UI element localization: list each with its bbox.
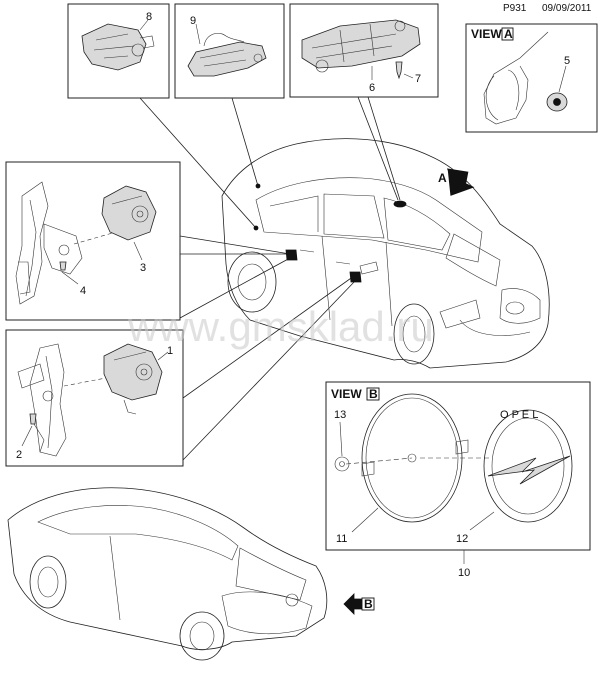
callout-1: 1 <box>167 345 173 357</box>
callout-10: 10 <box>458 567 470 579</box>
mirror-housing <box>483 31 549 125</box>
view-a-box: VIEW A 5 <box>465 23 598 133</box>
view-b-label: VIEW <box>331 387 362 401</box>
view-b-arrow: B <box>343 593 375 615</box>
part-3-window-motor <box>101 185 157 241</box>
callout-7: 7 <box>415 73 421 85</box>
part-8-actuator <box>81 23 155 71</box>
callout-8: 8 <box>146 11 152 23</box>
view-a-arrow-letter: A <box>438 171 447 185</box>
callout-6: 6 <box>369 82 375 94</box>
window-regulator-frame <box>15 181 117 305</box>
view-b-letter: B <box>369 387 378 401</box>
part-12-opel-badge: O P E L <box>483 409 573 523</box>
part-13-clip <box>334 456 350 472</box>
marker-sensor <box>255 183 261 189</box>
view-b-letter-frame <box>366 387 380 401</box>
part-7-screw <box>395 61 403 80</box>
badge-rim-text: O P E L <box>500 409 538 421</box>
detail-box-part-3-4: 3 4 <box>5 161 181 321</box>
marker-lock-actuator <box>253 225 259 231</box>
callout-5: 5 <box>564 55 570 67</box>
callout-11: 11 <box>336 533 347 545</box>
view-b-arrow-letter-frame <box>361 597 375 611</box>
detail-box-part-9: 9 <box>174 3 285 99</box>
diagram-date: 09/09/2011 <box>542 3 592 14</box>
callout-3: 3 <box>140 262 146 274</box>
detail-box-part-6-7: 6 7 <box>289 3 439 98</box>
callout-12: 12 <box>456 533 468 545</box>
view-b-box: VIEW B O P E L 13 11 12 <box>325 381 591 551</box>
part-9-sensor <box>187 33 267 77</box>
callout-9: 9 <box>190 15 196 27</box>
detail-box-part-1-2: 1 2 <box>5 329 184 467</box>
marker-rear-window-motor <box>285 249 298 261</box>
marker-sunroof-motor <box>393 200 407 208</box>
callout-13: 13 <box>334 409 346 421</box>
callout-2: 2 <box>16 449 22 461</box>
part-5-camera <box>546 92 568 112</box>
part-11-badge-base <box>345 393 490 523</box>
view-a-arrow: A <box>438 168 475 196</box>
part-2-screw <box>29 413 37 425</box>
front-regulator-frame <box>17 343 107 457</box>
main-car-illustration <box>221 138 550 369</box>
view-a-label: VIEW <box>471 27 502 41</box>
watermark-text: www.gmsklad.ru <box>127 303 434 350</box>
part-6-sunroof-motor <box>301 19 421 73</box>
part-4-screw <box>59 261 67 271</box>
car-part-markers <box>253 183 407 283</box>
detail-box-part-8: 8 <box>67 3 170 99</box>
part-1-window-motor <box>103 343 163 415</box>
rear-car-illustration <box>7 487 328 661</box>
callout-4: 4 <box>80 285 86 297</box>
view-a-letter-frame <box>501 27 514 41</box>
marker-front-window-motor <box>349 271 362 283</box>
view-b-arrow-letter: B <box>364 597 373 611</box>
diagram-code: P931 <box>503 3 527 14</box>
view-a-letter: A <box>504 27 513 41</box>
